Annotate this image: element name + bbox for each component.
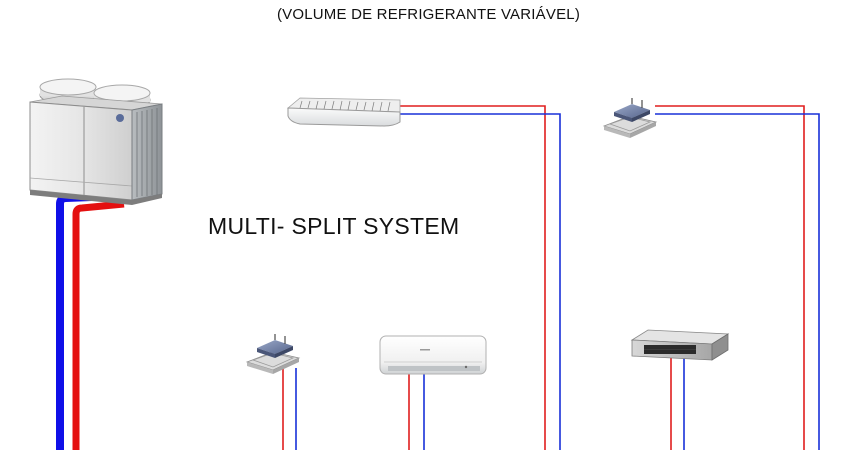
diagram-caption: (VOLUME DE REFRIGERANTE VARIÁVEL)	[276, 6, 581, 23]
cassette-icon	[602, 98, 658, 138]
cassette-top-liquid-line	[655, 105, 805, 450]
cassette-icon	[245, 334, 301, 374]
main-liquid-line	[72, 200, 125, 450]
main-gas-line	[56, 192, 119, 450]
ceiling-liquid-line	[398, 105, 546, 450]
piping	[56, 105, 820, 450]
cassette-top-gas-line	[655, 113, 820, 450]
ceiling-unit-icon	[286, 97, 401, 127]
outdoor-condenser-icon	[29, 78, 163, 205]
duct-unit-icon	[630, 329, 730, 361]
ceiling-gas-line	[398, 113, 561, 450]
system-label: MULTI- SPLIT SYSTEM	[208, 213, 460, 239]
wall-split-icon	[379, 335, 487, 375]
